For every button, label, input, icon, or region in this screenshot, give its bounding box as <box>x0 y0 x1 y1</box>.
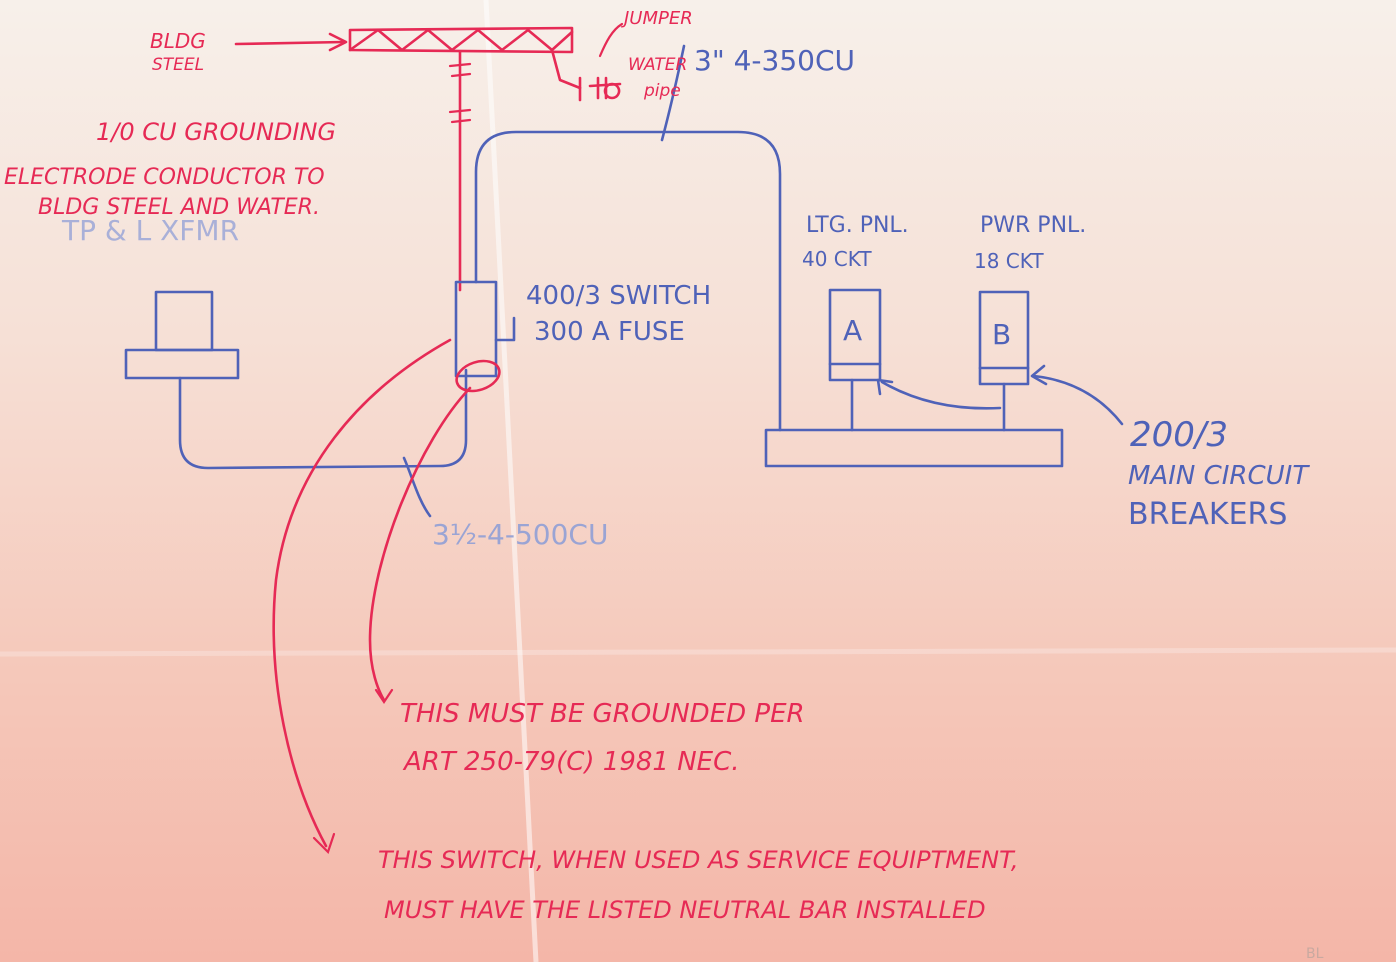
panel-a <box>828 288 882 432</box>
panel-b-letter: B <box>992 318 1011 351</box>
callout-arrowhead-neutral <box>312 832 336 855</box>
switch-label-line1: 400/3 SWITCH <box>526 281 711 311</box>
ground-note-line2: ART 250-79(C) 1981 NEC. <box>402 747 740 777</box>
pwr-pnl-ckt: 18 CKT <box>974 249 1044 273</box>
panel-b <box>978 290 1030 432</box>
breaker-label-line1: 200/3 <box>1130 415 1228 455</box>
jumper-label: JUMPER <box>621 8 693 29</box>
panel-a-letter: A <box>843 314 862 347</box>
water-label: WATER <box>628 55 687 75</box>
grounding-note-line2: ELECTRODE CONDUCTOR TO <box>4 165 325 190</box>
building-steel-truss <box>348 26 574 54</box>
neutral-note-line1: THIS SWITCH, WHEN USED AS SERVICE EQUIPT… <box>378 846 1019 874</box>
feeder-500cu-leader <box>402 456 432 518</box>
jumper-leader <box>598 22 624 58</box>
ltg-pnl-label: LTG. PNL. <box>806 213 909 238</box>
breaker-arrow-b <box>1032 374 1124 426</box>
transformer-symbol <box>124 290 240 380</box>
neutral-bond-circle <box>455 359 501 393</box>
xfmr-label: TP & L XFMR <box>61 214 239 247</box>
grounding-note-line1: 1/0 CU GROUNDING <box>96 118 336 146</box>
ground-tick-2 <box>448 108 472 124</box>
switch-bracket <box>494 316 516 342</box>
grounding-note-line3: BLDG STEEL AND WATER. <box>38 195 320 220</box>
distribution-bus <box>764 428 1064 468</box>
feeder-500cu-conduit <box>178 368 468 470</box>
steel-label: STEEL <box>152 55 204 75</box>
bldg-steel-arrow <box>234 40 346 46</box>
ltg-pnl-ckt: 40 CKT <box>802 247 872 271</box>
bldg-label: BLDG <box>150 29 206 53</box>
corner-mark: BL <box>1306 946 1324 962</box>
breaker-label-line3: BREAKERS <box>1128 497 1287 532</box>
conductor-500-label: 3½-4-500CU <box>432 518 608 551</box>
breaker-arrowhead-b <box>1030 364 1048 386</box>
breaker-arrowhead-a <box>876 378 894 396</box>
ground-tick-1 <box>448 62 472 78</box>
feeder-350cu-leader <box>660 44 686 142</box>
callout-leader-ground <box>368 386 472 702</box>
jumper-to-water-pipe <box>550 48 622 102</box>
switch-label-line2: 300 A FUSE <box>534 317 685 347</box>
ground-note-line1: THIS MUST BE GROUNDED PER <box>400 699 805 729</box>
breaker-arrow-a <box>880 380 1002 410</box>
conductor-350-label: 3" 4-350CU <box>694 44 855 77</box>
paper-fold-vertical <box>483 0 539 962</box>
bldg-steel-arrowhead <box>328 32 348 52</box>
callout-leader-neutral <box>272 338 452 848</box>
callout-arrowhead-ground <box>374 688 394 704</box>
pwr-pnl-label: PWR PNL. <box>980 213 1086 238</box>
feeder-350cu-conduit <box>474 130 782 432</box>
breaker-label-line2: MAIN CIRCUIT <box>1128 461 1310 491</box>
paper-fold-horizontal <box>0 647 1396 657</box>
pipe-label: pipe <box>643 81 681 101</box>
neutral-note-line2: MUST HAVE THE LISTED NEUTRAL BAR INSTALL… <box>384 896 986 924</box>
